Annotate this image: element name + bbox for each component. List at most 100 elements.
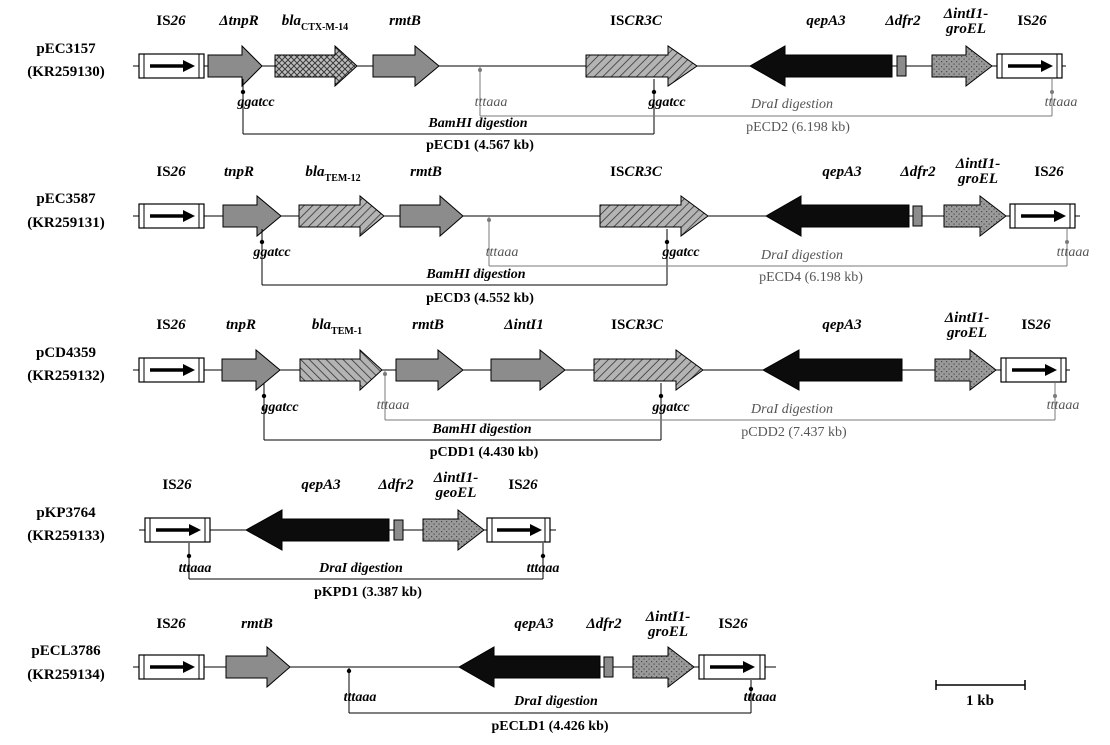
dral-site-marker [748,680,754,713]
digestion-product: pECD3 (4.552 kb) [426,291,534,306]
gene-label-line2: groEL [957,171,998,187]
dfr2-gene [896,55,907,77]
gene-label: ΔintI1- [433,470,478,486]
dral-site-marker [186,543,192,579]
iscr3c-gene [585,45,698,87]
is26-element [138,357,205,383]
intI1-geoEL-gene [422,508,485,552]
bamhi-site-marker [664,229,670,285]
bla-gene [298,194,385,238]
gene-label: IS26 [162,477,192,493]
site-label: ggatcc [236,95,275,110]
qepA3-gene [764,195,910,237]
tnpR-gene [222,194,282,238]
site-label: tttaaa [377,398,410,413]
gene-label: ISCR3C [610,164,663,180]
digestion-product: pECLD1 (4.426 kb) [491,719,608,734]
qepA3-gene [748,45,893,87]
gene-label: IS26 [1021,317,1051,333]
site-label: tttaaa [1057,245,1090,260]
plasmid-row: pEC3157 (KR259130) IS26 ΔtnpR blaCTX-M-1… [27,6,1077,153]
gene-label: IS26 [1017,13,1047,29]
dfr2-gene [912,205,923,227]
gene-label: IS26 [156,317,186,333]
plasmid-accession: (KR259134) [27,667,105,683]
intI1-groEL-gene [931,44,993,88]
qepA3-gene [457,646,601,688]
is26-element [138,53,205,79]
gene-label: qepA3 [822,317,862,333]
dral-site-marker [487,217,491,266]
qepA3-gene [244,509,390,551]
qepA3-gene [761,349,903,391]
site-label: tttaaa [486,245,519,260]
plasmid-row: pCD4359 (KR259132) IS26 tnpR blaTEM-1 rm… [27,310,1079,460]
scale-bar-label: 1 kb [966,693,994,709]
gene-label-line2: geoEL [435,485,477,501]
gene-label: ΔintI1 [503,317,543,333]
gene-label: qepA3 [822,164,862,180]
is26-element [1000,357,1067,383]
digestion-label: DraI digestion [513,694,598,709]
gene-label: Δdfr2 [884,13,921,29]
digestion-product: pCDD1 (4.430 kb) [430,445,539,460]
plasmid-name: pEC3587 [36,191,96,207]
bamhi-site-marker [261,383,267,440]
gene-label: IS26 [718,616,748,632]
gene-label: ΔintI1- [943,6,988,22]
dfr2-gene [393,519,404,541]
site-label: tttaaa [475,95,508,110]
plasmid-name: pEC3157 [36,41,96,57]
gene-label: IS26 [156,164,186,180]
digestion-label: DraI digestion [750,402,833,417]
intI1-gene [490,348,566,392]
digestion-product: pECD2 (6.198 kb) [746,120,850,135]
digestion-label: DraI digestion [750,97,833,112]
gene-label-line2: groEL [945,21,986,37]
digestion-label: DraI digestion [318,561,403,576]
digestion-product: pECD1 (4.567 kb) [426,138,534,153]
gene-label: qepA3 [301,477,341,493]
iscr3c-gene [599,195,709,237]
bamhi-site-marker [259,229,265,285]
site-label: ggatcc [661,245,700,260]
digestion-product: pKPD1 (3.387 kb) [314,585,422,600]
is26-element [144,517,211,543]
is26-element [138,203,205,229]
bamhi-site-marker [651,79,657,134]
gene-label: IS26 [156,13,186,29]
gene-label: tnpR [226,317,256,333]
dral-site-marker [1065,229,1069,266]
gene-label-line2: groEL [946,325,987,341]
is26-element [486,517,551,543]
gene-label: rmtB [389,13,421,29]
dral-site-marker [383,371,387,420]
gene-label: Δdfr2 [899,164,936,180]
gene-label: blaCTX-M-14 [282,13,348,33]
digestion-product: pECD4 (6.198 kb) [759,270,863,285]
dral-site-marker [540,543,546,579]
intI1-groEL-gene [632,645,695,689]
plasmid-row: pECL3786 (KR259134) IS26 rmtB qepA3 Δdfr… [27,609,776,734]
iscr3c-gene [593,349,704,391]
plasmid-row: pKP3764 (KR259133) IS26 qepA3 Δdfr2 Δint… [27,470,559,600]
site-label: tttaaa [1045,95,1078,110]
gene-label: qepA3 [514,616,554,632]
gene-label: Δdfr2 [377,477,414,493]
gene-label: rmtB [410,164,442,180]
digestion-label: BamHI digestion [425,267,525,282]
is26-element [138,654,205,680]
site-label: tttaaa [344,690,377,705]
plasmid-name: pECL3786 [31,643,101,659]
gene-label: IS26 [156,616,186,632]
dral-site-marker [478,67,482,116]
scale-bar: 1 kb [935,680,1026,709]
gene-label: rmtB [412,317,444,333]
site-label: tttaaa [744,690,777,705]
gene-label: qepA3 [806,13,846,29]
gene-label: ΔintI1- [645,609,690,625]
dral-site-marker [1053,383,1057,420]
gene-label: ΔintI1- [955,156,1000,172]
gene-label-line2: groEL [647,624,688,640]
gene-label: IS26 [1034,164,1064,180]
